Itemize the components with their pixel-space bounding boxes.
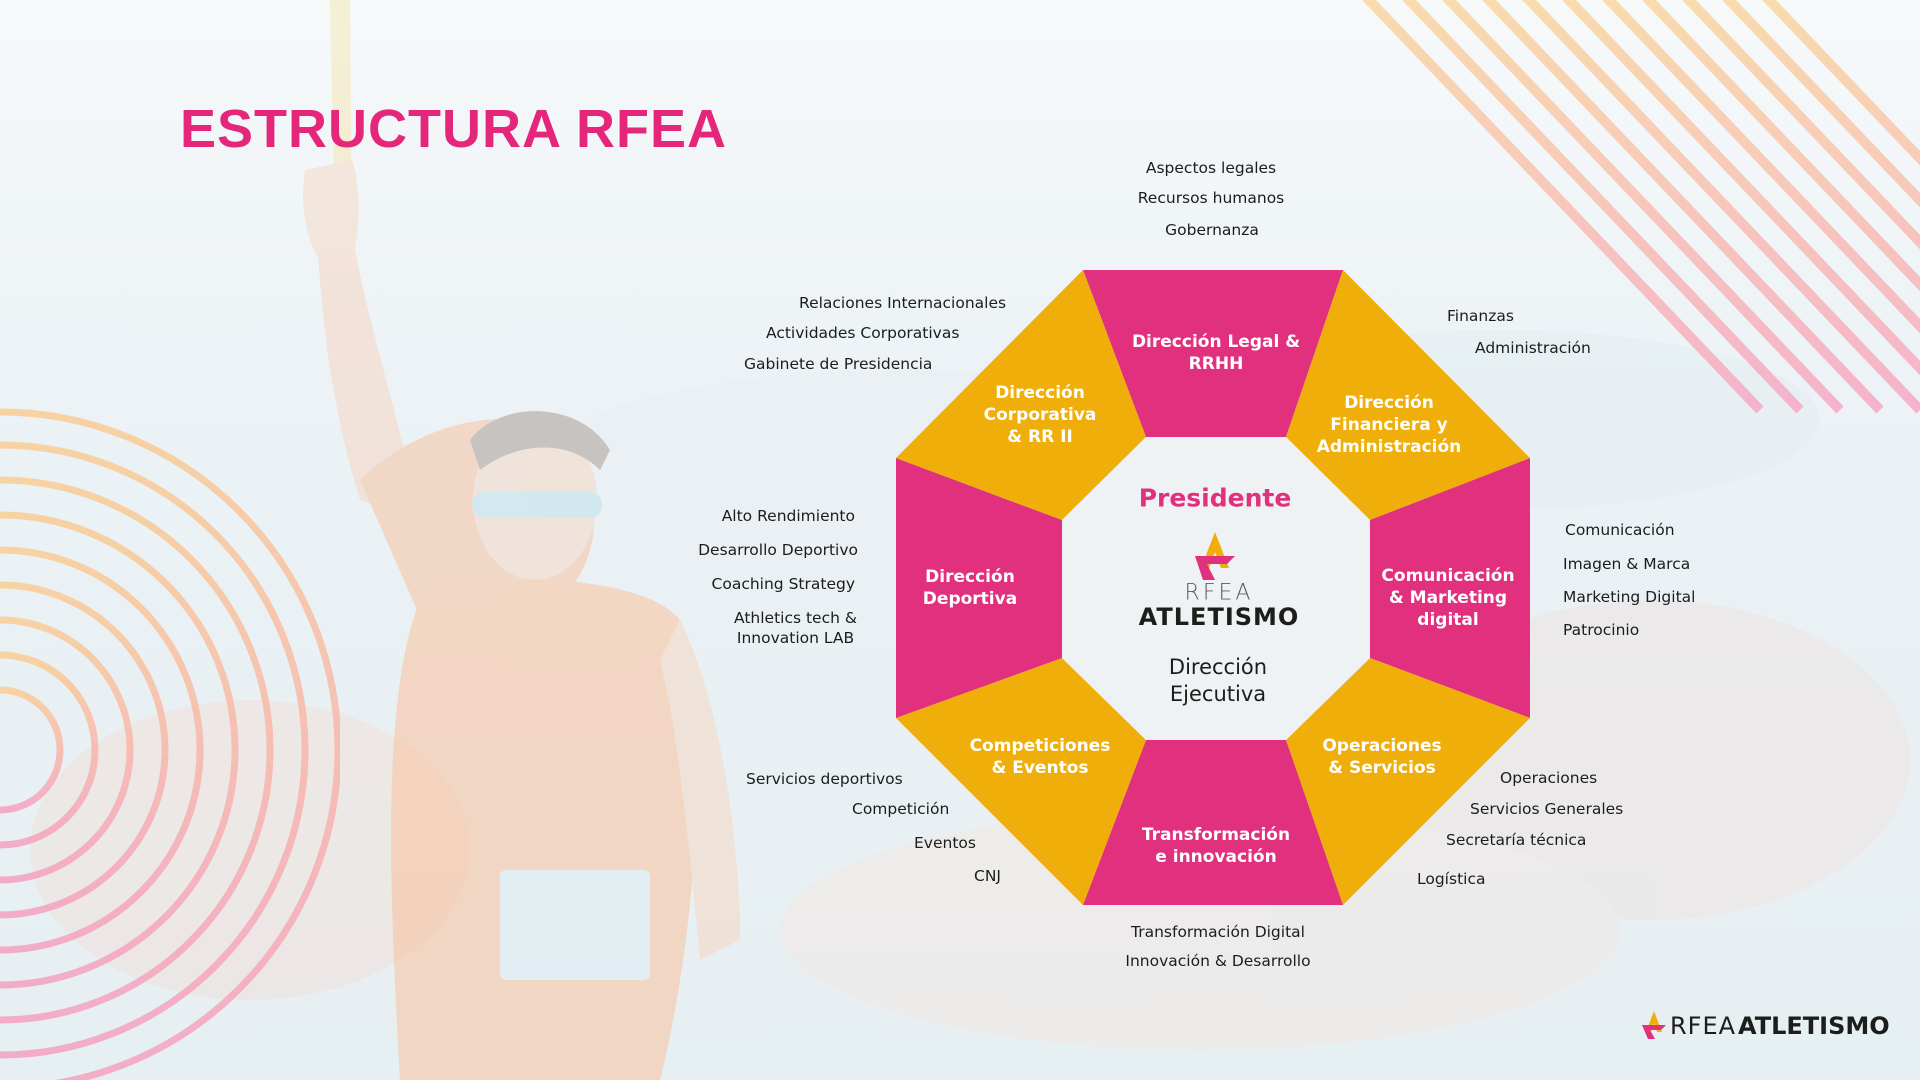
segment-label-comunicacion: Comunicación & Marketing digital	[1381, 566, 1515, 630]
segment-competiciones	[896, 658, 1146, 905]
branch-item: Transformación Digital	[1131, 923, 1305, 941]
footer-logo: RFEA ATLETISMO	[1640, 1008, 1890, 1044]
branch-item: Innovación & Desarrollo	[1125, 952, 1311, 970]
segment-label-corporativa: Dirección Corporativa & RR II	[983, 383, 1097, 447]
segment-label-deportiva: Dirección Deportiva	[922, 567, 1018, 609]
segment-corporativa	[896, 270, 1146, 520]
segment-financiera	[1286, 270, 1530, 520]
branch-item: Imagen & Marca	[1563, 555, 1691, 573]
branch-item: Competición	[852, 800, 950, 818]
branch-item: CNJ	[974, 867, 1001, 885]
center-logo-atletismo: ATLETISMO	[1138, 603, 1300, 631]
segment-deportiva	[896, 458, 1062, 718]
branch-item: Logística	[1417, 870, 1486, 888]
segment-label-competiciones: Competiciones & Eventos	[969, 736, 1111, 778]
rings-decoration	[0, 408, 340, 1080]
branch-item: Actividades Corporativas	[766, 324, 960, 342]
branch-item: Desarrollo Deportivo	[698, 541, 858, 559]
segment-legal	[1083, 270, 1343, 437]
center-title: Presidente	[1138, 483, 1292, 513]
footer-logo-atletismo: ATLETISMO	[1738, 1012, 1890, 1040]
branch-item: Gabinete de Presidencia	[744, 355, 933, 373]
branch-item: Eventos	[914, 834, 976, 852]
segment-comunicacion	[1370, 458, 1530, 718]
segment-label-financiera: Dirección Financiera y Administración	[1316, 393, 1462, 457]
branch-item: Servicios deportivos	[746, 770, 903, 788]
segment-transformacion	[1083, 740, 1343, 905]
segment-label-legal: Dirección Legal & RRHH	[1131, 332, 1301, 374]
branch-item: Administración	[1475, 339, 1591, 357]
page-title: ESTRUCTURA RFEA	[180, 99, 727, 159]
branch-item: Coaching Strategy	[711, 575, 855, 593]
branch-item: Recursos humanos	[1137, 189, 1285, 207]
stripes-decoration	[1362, 0, 1920, 414]
branch-item: Aspectos legales	[1145, 159, 1277, 177]
branch-item: Marketing Digital	[1563, 588, 1696, 606]
rfea-logo-icon	[1642, 1011, 1666, 1039]
branch-item: Secretaría técnica	[1446, 831, 1587, 849]
center-logo-rfea: RFEA	[1184, 580, 1254, 606]
segment-label-operaciones: Operaciones & Servicios	[1322, 736, 1442, 778]
center-octagon	[1062, 437, 1370, 740]
branch-item: Comunicación	[1565, 521, 1675, 539]
segment-operaciones	[1286, 658, 1530, 905]
branch-item: Gobernanza	[1165, 221, 1259, 239]
branch-item: Servicios Generales	[1470, 800, 1624, 818]
branch-item: Athletics tech & Innovation LAB	[734, 609, 857, 647]
footer-logo-rfea: RFEA	[1670, 1012, 1737, 1040]
center-subtitle: Dirección Ejecutiva	[1168, 655, 1268, 706]
athlete-silhouette	[303, 0, 740, 1080]
branch-item: Relaciones Internacionales	[799, 294, 1007, 312]
segment-label-transformacion: Transformación e innovación	[1141, 825, 1291, 867]
branch-item: Alto Rendimiento	[721, 507, 855, 525]
rfea-logo-icon	[1195, 532, 1235, 580]
branch-item: Finanzas	[1447, 307, 1514, 325]
branch-item: Patrocinio	[1563, 621, 1640, 639]
branch-item: Operaciones	[1500, 769, 1598, 787]
